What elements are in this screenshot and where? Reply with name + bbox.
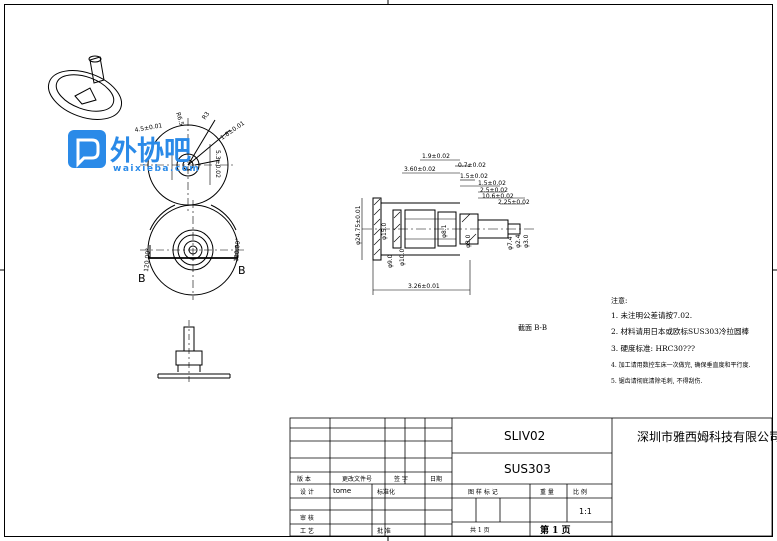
dim-top-1: 4.5±0.01 [134, 122, 163, 134]
technical-notes: 注意: 1. 未注明公差请按7.02. 2. 材料请用日本或欧标SUS303冷拉… [611, 296, 750, 385]
note-4: 4. 加工请用数控车床一次做完, 确保垂直度和平行度. [611, 361, 750, 369]
dim-sec-v2: φ15.0 [381, 223, 388, 241]
material: SUS303 [504, 462, 551, 476]
rev-header-file: 更改文件号 [342, 475, 372, 483]
scale-value: 1:1 [579, 507, 592, 516]
dim-sec-v4: φ10.0 [399, 249, 406, 267]
dim-sec-h8: 2.25±0.02 [498, 199, 530, 206]
logo-brand-en: waixieba.com [113, 164, 200, 174]
std-label: 标准化 [377, 488, 395, 496]
dim-sec-h3: 0.7±0.02 [458, 162, 486, 169]
dim-sec-v9: φ3.0 [523, 234, 530, 248]
page-number: 第 1 页 [540, 524, 571, 536]
dim-top-2: R6.5 [174, 111, 185, 126]
dim-sec-h4: 1.5±0.02 [460, 173, 488, 180]
dim-sec-h1: 1.9±0.02 [422, 153, 450, 160]
dim-sec-h2: 3.60±0.02 [404, 166, 436, 173]
logo-brand-cn: 外协吧 [110, 136, 191, 167]
section-hatching [373, 198, 477, 256]
dim-sec-h7: 10.6±0.02 [482, 193, 514, 200]
middle-view [140, 200, 246, 300]
dim-top-3: R3 [201, 110, 211, 121]
watermark-logo: 外协吧 waixieba.com [68, 130, 200, 174]
note-2: 2. 材料请用日本或欧标SUS303冷拉圆棒 [611, 326, 749, 336]
total-pages: 共 1 页 [470, 526, 490, 534]
dim-sec-v3: φ9.0 [387, 254, 394, 268]
rev-header-date: 日期 [430, 475, 442, 483]
weight-label: 重 量 [540, 488, 554, 496]
isometric-view [48, 55, 122, 120]
section-label: 截面 B-B [518, 323, 547, 332]
drawing-frame [4, 4, 773, 537]
company-name: 深圳市雅西姆科技有限公司 [637, 429, 777, 444]
section-dim-lines [361, 159, 525, 295]
approve-label: 批 准 [377, 527, 391, 535]
dim-top-4: 1.8±0.01 [219, 120, 246, 142]
drawing-mark-label: 图 样 标 记 [468, 488, 498, 496]
dim-sec-v8: φ2.4 [515, 234, 522, 248]
rev-header-version: 版 本 [297, 475, 311, 483]
side-view [157, 320, 231, 385]
part-number: SLIV02 [504, 429, 545, 443]
dim-sec-h5: 1.5±0.02 [478, 180, 506, 187]
angle-left: 120.00° [143, 248, 152, 273]
rev-header-sign: 签 字 [394, 475, 408, 483]
process-label: 工 艺 [300, 527, 314, 535]
note-5: 5. 锯齿请彻底清除毛刺, 不得刮伤. [611, 377, 702, 385]
note-3: 3. 硬度标准: HRC30??? [611, 343, 695, 353]
dim-sec-v5: φ8.1 [441, 224, 448, 238]
dim-sec-v6: φ3.0 [465, 234, 472, 248]
design-label: 设 计 [300, 488, 314, 496]
dim-sec-v7: φ7.4 [507, 236, 514, 250]
title-block-lines [289, 417, 773, 537]
dim-sec-v1: φ24.75±0.01 [355, 205, 362, 245]
dim-sec-bottom: 3.26±0.01 [408, 283, 440, 290]
notes-header: 注意: [611, 296, 627, 305]
section-mark-right: B [238, 264, 246, 277]
top-view [140, 118, 236, 212]
dim-top-5: 5.3±0.02 [214, 150, 221, 178]
dim-sec-h6: 2.5±0.02 [480, 187, 508, 194]
review-label: 审 核 [300, 514, 314, 522]
section-mark-left: B [138, 272, 146, 285]
section-view [362, 197, 535, 261]
design-value: tome [333, 487, 351, 495]
scale-label: 比 例 [573, 488, 587, 496]
note-1: 1. 未注明公差请按7.02. [611, 310, 692, 320]
angle-right: 120.00° [233, 238, 242, 263]
